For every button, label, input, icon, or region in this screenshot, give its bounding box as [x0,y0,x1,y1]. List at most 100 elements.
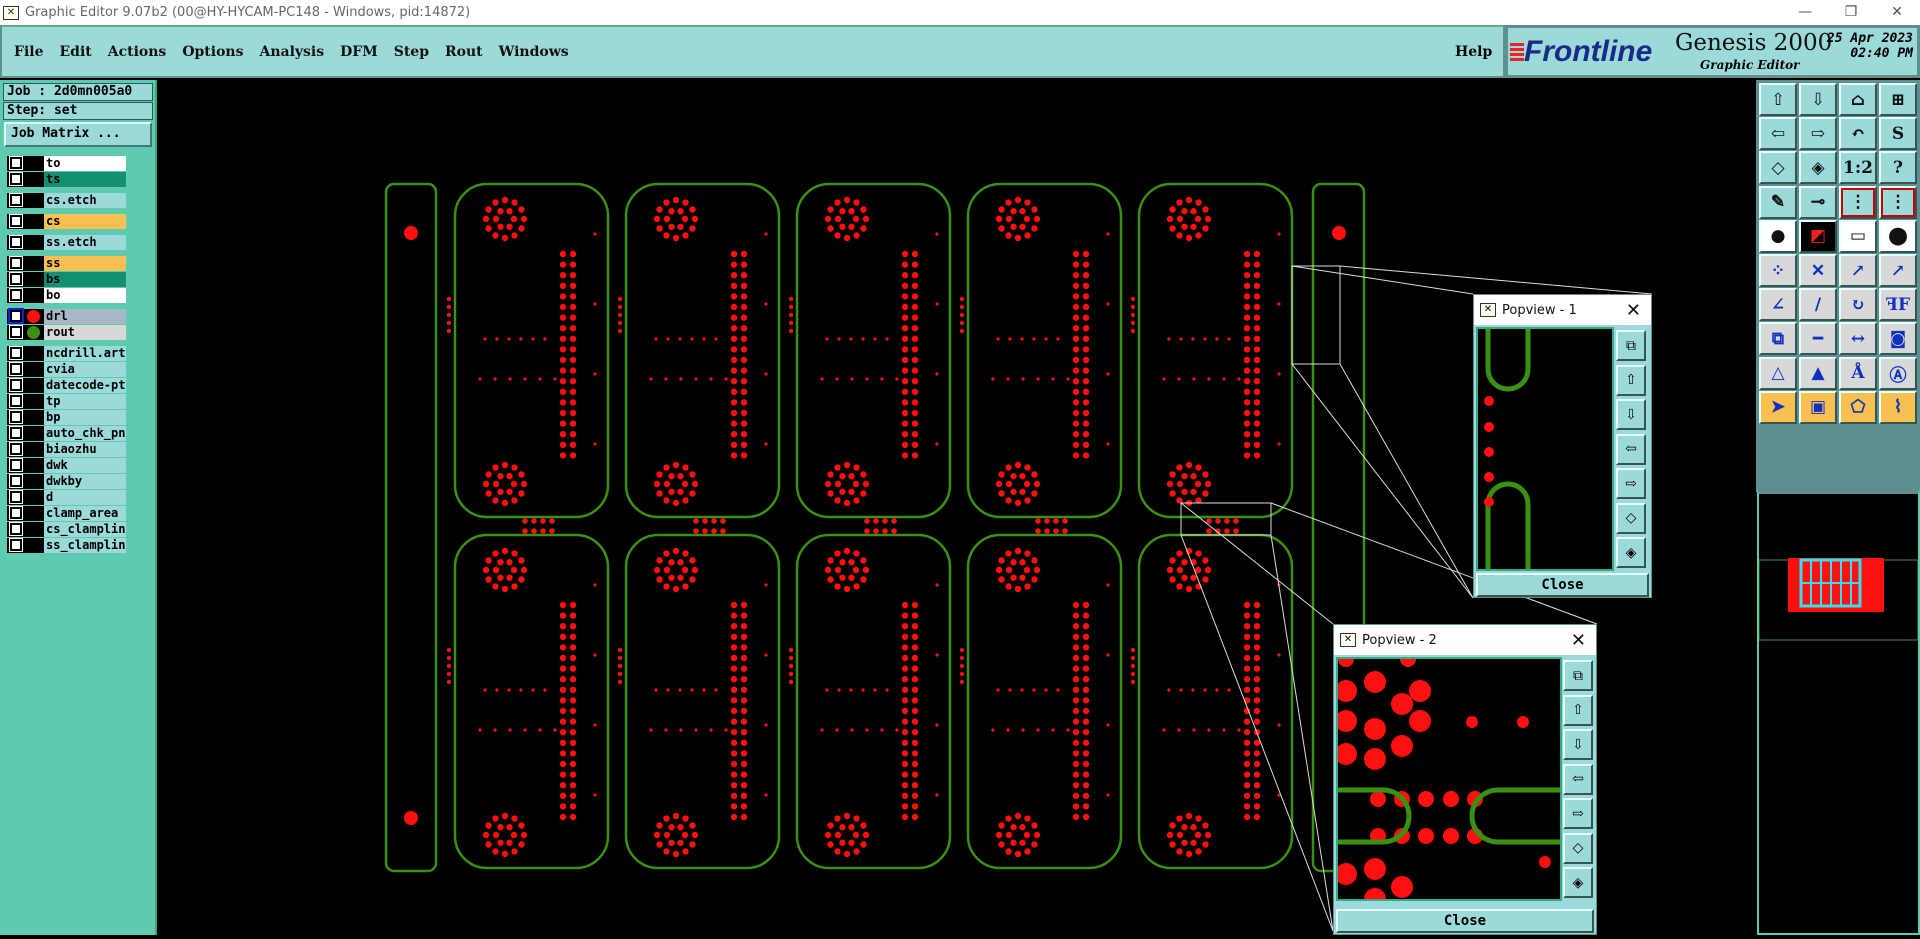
layer-row-bs[interactable]: bs [7,272,126,287]
pan-right-button[interactable]: ⇨ [1563,798,1593,829]
layer-name[interactable]: ncdrill.art [44,346,126,361]
layer-row-ts[interactable]: ts [7,172,126,187]
arc-button[interactable]: △ [1759,356,1797,390]
menu-options[interactable]: Options [182,43,244,60]
layer-row-bp[interactable]: bp [7,410,126,425]
layer-name[interactable]: datecode-ptc [44,378,126,393]
menu-windows[interactable]: Windows [498,43,569,60]
menu-edit[interactable]: Edit [59,43,92,60]
layer-name[interactable]: tp [44,394,126,409]
layer-row-d[interactable]: d [7,490,126,505]
menu-help[interactable]: Help [1455,44,1493,60]
popview-2-view[interactable] [1335,651,1562,910]
layer-checkbox[interactable] [9,288,23,302]
layer-checkbox[interactable] [9,172,23,186]
resize-button[interactable]: ⧉ [1759,322,1797,356]
layer-row-bo[interactable]: bo [7,288,126,303]
layer-row-cs_clampline[interactable]: cs_clampline [7,522,126,537]
layer-name[interactable]: cs_clampline [44,522,126,537]
tools-palette-button[interactable]: ✎ [1759,185,1797,219]
layer-name[interactable]: clamp_area [44,506,126,521]
line-button[interactable]: ━ [1799,322,1837,356]
arc-4-button[interactable]: Ⓐ [1879,356,1917,390]
select-button[interactable]: ➤ [1759,390,1797,424]
layer-name[interactable]: cs [44,214,126,229]
layer-checkbox[interactable] [9,506,23,520]
layer-row-cvia[interactable]: cvia [7,362,126,377]
delete-button[interactable]: ✕ [1799,254,1837,287]
layer-name[interactable]: ss_clampline [44,538,126,553]
home-button[interactable]: ⌂ [1839,83,1877,116]
layer-checkbox[interactable] [8,308,24,324]
layer-checkbox[interactable] [9,378,23,392]
layer-checkbox[interactable] [9,426,23,440]
layer-row-ss.etch[interactable]: ss.etch [7,235,126,250]
layer-checkbox[interactable] [9,272,23,286]
layer-name[interactable]: bo [44,288,126,303]
popview-fit-button[interactable]: ⧉ [1616,330,1646,361]
layer-name[interactable]: auto_chk_pnl [44,426,126,441]
layer-row-tp[interactable]: tp [7,394,126,409]
copy-pad-button[interactable]: ↗ [1879,254,1917,287]
layer-row-ncdrill.art[interactable]: ncdrill.art [7,346,126,361]
layer-name[interactable]: ss.etch [44,235,126,250]
zoom-in-button[interactable]: ◈ [1616,537,1646,568]
layer-display-indicator[interactable] [27,310,40,323]
help-button[interactable]: ? [1879,151,1917,185]
snake-button[interactable]: S [1879,117,1917,151]
layer-row-biaozhu[interactable]: biaozhu [7,442,126,457]
layer-row-dwk[interactable]: dwk [7,458,126,473]
popview-1-close-button[interactable]: Close [1476,573,1649,597]
layer-display-indicator[interactable] [27,326,40,339]
layer-checkbox[interactable] [9,325,23,339]
layer-checkbox[interactable] [9,362,23,376]
layer-name[interactable]: ts [44,172,126,187]
select-poly-button[interactable]: ⬠ [1839,390,1877,424]
pan-down-button[interactable]: ⇩ [1563,729,1593,760]
layer-row-cs.etch[interactable]: cs.etch [7,193,126,208]
layer-checkbox[interactable] [9,156,23,170]
layer-name[interactable]: cvia [44,362,126,377]
layer-row-datecode-ptc[interactable]: datecode-ptc [7,378,126,393]
layer-row-drl[interactable]: drl [7,308,126,324]
layer-checkbox[interactable] [9,458,23,472]
connect-button[interactable]: ⁘ [1759,254,1797,287]
layer-checkbox[interactable] [9,346,23,360]
layer-name[interactable]: ss [44,256,126,271]
line-stretch-button[interactable]: / [1799,288,1837,322]
undo-view-button[interactable]: ↶ [1839,117,1877,151]
measure-button[interactable]: ↔ [1839,322,1877,356]
layer-checkbox[interactable] [9,522,23,536]
net-traffic-light-2-button[interactable]: ⋮ [1879,185,1917,219]
popview-close-x[interactable]: ✕ [1625,299,1641,321]
layer-name[interactable]: to [44,156,126,171]
menu-file[interactable]: File [14,43,44,60]
snap-button[interactable]: ⊸ [1799,185,1837,219]
net-traffic-light-button[interactable]: ⋮ [1839,185,1877,219]
menu-dfm[interactable]: DFM [340,43,378,60]
menu-actions[interactable]: Actions [107,43,167,60]
pan-left-button[interactable]: ⇦ [1563,763,1593,795]
layer-checkbox[interactable] [9,442,23,456]
close-window-button[interactable]: ✕ [1891,4,1903,20]
move-pad-button[interactable]: ↗ [1839,254,1877,287]
arc-2-button[interactable]: ▲ [1799,356,1837,390]
layer-row-rout[interactable]: rout [7,325,126,340]
rotate-button[interactable]: ↻ [1839,288,1877,322]
layer-checkbox[interactable] [9,490,23,504]
layer-name[interactable]: bp [44,410,126,425]
layer-name[interactable]: biaozhu [44,442,126,457]
layer-name[interactable]: rout [44,325,126,340]
ruler-button[interactable]: ▭ [1839,219,1877,253]
mirror-button[interactable]: ꟻF [1879,288,1917,322]
pan-left-button[interactable]: ⇦ [1759,117,1797,151]
pan-left-button[interactable]: ⇦ [1616,433,1646,465]
layer-name[interactable]: d [44,490,126,505]
overview-map[interactable] [1757,490,1920,935]
layer-checkbox[interactable] [9,474,23,488]
xy-grid-button[interactable]: ⊞ [1879,83,1917,116]
contour-button[interactable]: ◙ [1879,322,1917,356]
layer-row-ss[interactable]: ss [7,256,126,271]
layer-checkbox[interactable] [9,256,23,270]
layer-row-dwkby[interactable]: dwkby [7,474,126,489]
